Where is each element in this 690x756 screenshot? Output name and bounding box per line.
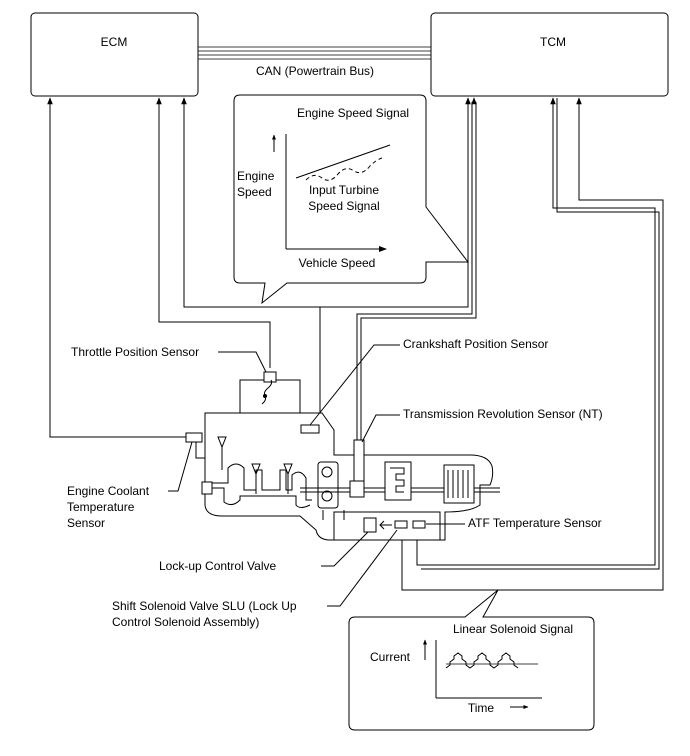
lockup-valve-label: Lock-up Control Valve <box>159 559 276 573</box>
current-label: Current <box>370 650 411 664</box>
engine-speed-y-label-1: Engine <box>237 169 275 183</box>
engine-speed-y-label-2: Speed <box>237 185 272 199</box>
coolant-sensor-label-1: Engine Coolant <box>67 484 150 498</box>
vehicle-speed-label: Vehicle Speed <box>299 256 376 270</box>
ecm-module: ECM <box>30 12 199 97</box>
time-label: Time <box>468 701 495 715</box>
atf-sensor-label: ATF Temperature Sensor <box>468 516 602 530</box>
tcm-module: TCM <box>430 12 669 97</box>
input-turbine-label-1: Input Turbine <box>309 183 379 197</box>
engine-speed-callout: Engine Speed Signal Engine Speed Input T… <box>233 94 470 305</box>
slu-solenoid-label-1: Shift Solenoid Valve SLU (Lock Up <box>112 599 297 613</box>
engine-callout-title: Engine Speed Signal <box>297 106 409 120</box>
crankshaft-sensor-label: Crankshaft Position Sensor <box>403 337 548 351</box>
coolant-sensor-label-3: Sensor <box>67 516 105 530</box>
tcm-label: TCM <box>540 35 566 49</box>
throttle-sensor-label: Throttle Position Sensor <box>71 345 199 359</box>
linear-solenoid-callout: Linear Solenoid Signal Current Time <box>348 589 595 731</box>
transmission-rev-sensor-label: Transmission Revolution Sensor (NT) <box>403 407 603 421</box>
ecm-label: ECM <box>101 35 128 49</box>
transmission-drawing <box>185 371 500 541</box>
input-turbine-label-2: Speed Signal <box>308 199 379 213</box>
can-bus-lines <box>198 46 431 60</box>
sensor-labels: Throttle Position Sensor Crankshaft Posi… <box>67 337 603 629</box>
slu-solenoid-label-2: Control Solenoid Assembly) <box>112 615 259 629</box>
solenoid-callout-title: Linear Solenoid Signal <box>453 622 573 636</box>
can-bus-label: CAN (Powertrain Bus) <box>256 64 374 78</box>
signal-wiring <box>47 97 664 591</box>
coolant-sensor-label-2: Temperature <box>67 500 135 514</box>
